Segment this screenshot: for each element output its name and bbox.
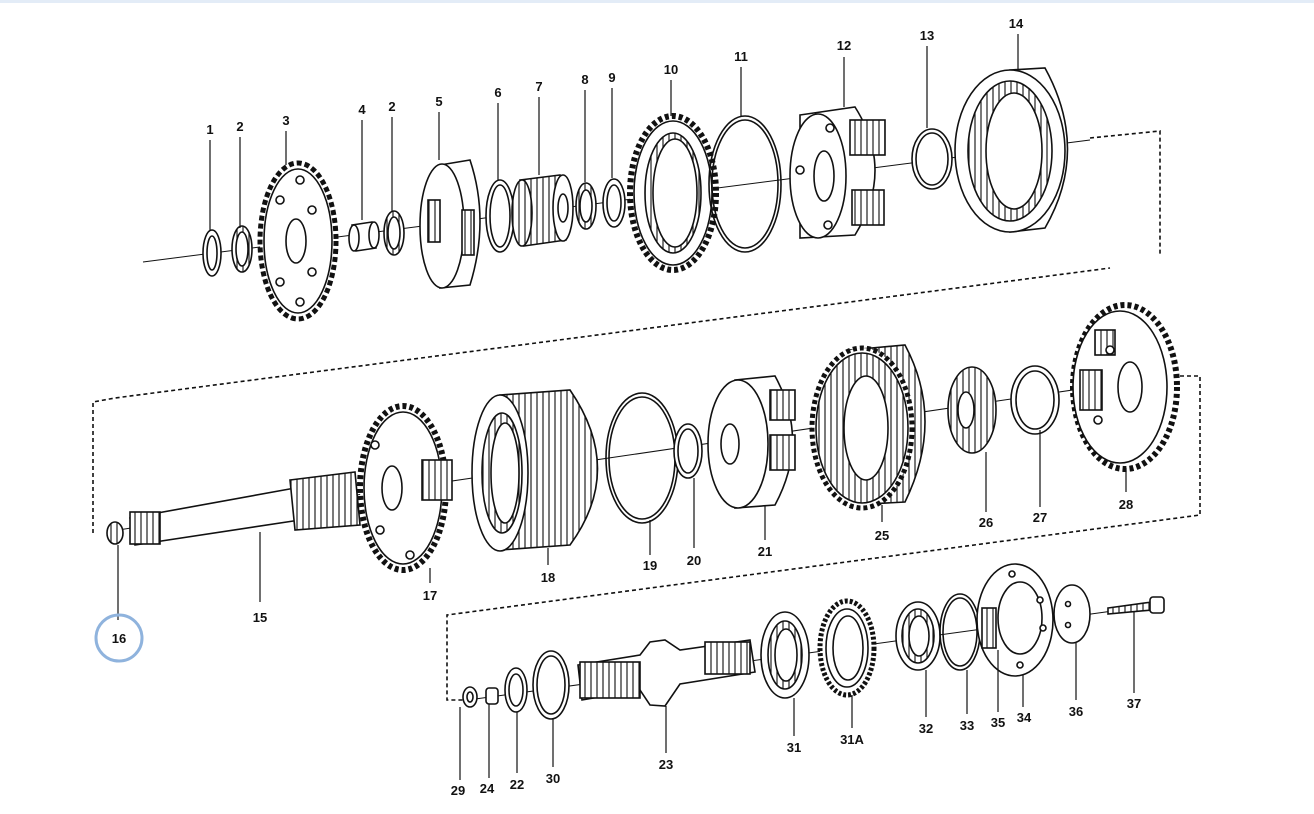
part-1-ring[interactable]	[202, 229, 222, 277]
part-label-26[interactable]: 26	[979, 515, 993, 530]
part-label-2-second[interactable]: 2	[388, 99, 395, 114]
part-23-output-shaft[interactable]	[577, 639, 756, 707]
part-label-5[interactable]: 5	[435, 94, 442, 109]
part-30-washer[interactable]	[532, 650, 570, 720]
part-label-7[interactable]: 7	[535, 79, 542, 94]
part-37-bolt[interactable]	[1107, 596, 1165, 615]
top-bar	[0, 0, 1314, 3]
part-5-planet-carrier[interactable]	[419, 159, 481, 289]
part-7-sun-gear[interactable]	[511, 174, 574, 247]
part-15-input-shaft[interactable]	[129, 471, 361, 546]
part-labels: 1 2 3 4 2 5 6 7 8 9 10 11 12 13 14 15 16…	[112, 16, 1141, 798]
part-9-washer[interactable]	[602, 178, 626, 228]
part-2-second-bearing-ring[interactable]	[383, 210, 405, 256]
part-27-o-ring[interactable]	[1010, 365, 1060, 435]
part-label-21[interactable]: 21	[758, 544, 772, 559]
part-36-cap[interactable]	[1053, 584, 1091, 644]
part-13-o-ring[interactable]	[911, 128, 953, 190]
part-29-nut[interactable]	[462, 686, 478, 708]
part-35-spline-hub[interactable]	[981, 607, 997, 649]
part-label-30[interactable]: 30	[546, 771, 560, 786]
part-label-31[interactable]: 31	[787, 740, 801, 755]
part-19-large-o-ring[interactable]	[605, 392, 679, 524]
part-label-4[interactable]: 4	[358, 102, 366, 117]
part-label-23[interactable]: 23	[659, 757, 673, 772]
part-32-bearing[interactable]	[895, 601, 941, 671]
part-label-18[interactable]: 18	[541, 570, 555, 585]
part-label-20[interactable]: 20	[687, 553, 701, 568]
part-label-2[interactable]: 2	[236, 119, 243, 134]
part-label-6[interactable]: 6	[494, 85, 501, 100]
part-label-34[interactable]: 34	[1017, 710, 1032, 725]
part-label-17[interactable]: 17	[423, 588, 437, 603]
part-label-13[interactable]: 13	[920, 28, 934, 43]
part-label-36[interactable]: 36	[1069, 704, 1083, 719]
part-label-31A[interactable]: 31A	[840, 732, 864, 747]
part-3-sprocket-gear[interactable]	[257, 160, 339, 322]
part-4-bushing[interactable]	[348, 221, 380, 252]
row-1-assembly	[142, 67, 1161, 322]
part-label-35[interactable]: 35	[991, 715, 1005, 730]
part-21-planet-carrier[interactable]	[707, 375, 796, 509]
part-6-snap-ring[interactable]	[485, 179, 515, 253]
part-10-internal-ring-gear[interactable]	[627, 113, 719, 273]
part-label-12[interactable]: 12	[837, 38, 851, 53]
part-31-bearing[interactable]	[760, 611, 810, 699]
part-12-planet-carrier[interactable]	[789, 106, 886, 239]
part-14-ring-gear-housing[interactable]	[954, 67, 1069, 233]
row-3-assembly	[462, 563, 1165, 720]
part-label-29[interactable]: 29	[451, 783, 465, 798]
part-26-sun-gear[interactable]	[947, 366, 997, 454]
part-label-28[interactable]: 28	[1119, 497, 1133, 512]
leader-lines	[117, 34, 1135, 780]
part-label-22[interactable]: 22	[510, 777, 524, 792]
part-label-1[interactable]: 1	[206, 122, 213, 137]
part-label-10[interactable]: 10	[664, 62, 678, 77]
part-label-9[interactable]: 9	[608, 70, 615, 85]
part-label-16[interactable]: 16	[112, 631, 126, 646]
part-label-37[interactable]: 37	[1127, 696, 1141, 711]
selected-part-callout	[94, 613, 144, 663]
part-28-carrier-gear[interactable]	[1070, 302, 1180, 472]
part-label-27[interactable]: 27	[1033, 510, 1047, 525]
part-label-24[interactable]: 24	[480, 781, 495, 796]
part-18-ring-gear[interactable]	[471, 389, 599, 552]
part-label-33[interactable]: 33	[960, 718, 974, 733]
part-31A-tone-ring[interactable]	[817, 598, 877, 698]
part-17-planet-gear[interactable]	[357, 403, 453, 573]
part-11-large-snap-ring[interactable]	[708, 115, 782, 253]
part-20-small-ring[interactable]	[673, 423, 703, 479]
part-label-15[interactable]: 15	[253, 610, 267, 625]
part-label-8[interactable]: 8	[581, 72, 588, 87]
part-24-bushing[interactable]	[485, 687, 499, 705]
part-label-11[interactable]: 11	[734, 49, 748, 64]
part-label-14[interactable]: 14	[1009, 16, 1024, 31]
part-25-double-ring-gear[interactable]	[809, 344, 926, 511]
part-16-needle-bearing[interactable]	[106, 521, 124, 545]
part-label-3[interactable]: 3	[282, 113, 289, 128]
row-2-assembly	[92, 267, 1201, 701]
part-label-19[interactable]: 19	[643, 558, 657, 573]
part-8-ring[interactable]	[575, 182, 597, 230]
part-label-32[interactable]: 32	[919, 721, 933, 736]
part-label-25[interactable]: 25	[875, 528, 889, 543]
part-2-bearing-ring[interactable]	[231, 225, 253, 273]
part-22-ring[interactable]	[504, 667, 528, 713]
